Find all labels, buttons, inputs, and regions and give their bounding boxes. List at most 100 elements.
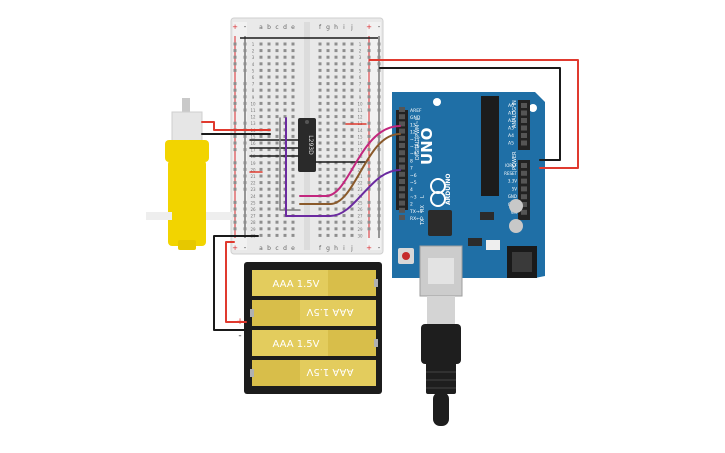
breadboard-hole[interactable] [326, 121, 330, 125]
breadboard-hole[interactable] [334, 68, 338, 72]
rail-hole[interactable] [367, 207, 371, 211]
breadboard-hole[interactable] [267, 68, 271, 72]
breadboard-hole[interactable] [267, 121, 271, 125]
breadboard-hole[interactable] [267, 161, 271, 165]
breadboard-hole[interactable] [275, 62, 279, 66]
rail-hole[interactable] [377, 167, 381, 171]
breadboard-hole[interactable] [283, 82, 287, 86]
rail-hole[interactable] [377, 200, 381, 204]
breadboard-hole[interactable] [350, 75, 354, 79]
breadboard-hole[interactable] [342, 95, 346, 99]
rail-hole[interactable] [377, 55, 381, 59]
breadboard-hole[interactable] [350, 128, 354, 132]
breadboard-hole[interactable] [350, 134, 354, 138]
rail-hole[interactable] [233, 161, 237, 165]
breadboard-hole[interactable] [291, 181, 295, 185]
rail-hole[interactable] [377, 68, 381, 72]
breadboard-hole[interactable] [334, 167, 338, 171]
breadboard-hole[interactable] [267, 88, 271, 92]
breadboard-hole[interactable] [291, 134, 295, 138]
analog-pin-socket[interactable] [521, 110, 527, 116]
breadboard-hole[interactable] [267, 108, 271, 112]
breadboard-hole[interactable] [350, 148, 354, 152]
rail-hole[interactable] [233, 88, 237, 92]
breadboard-hole[interactable] [350, 194, 354, 198]
breadboard-hole[interactable] [326, 207, 330, 211]
breadboard-hole[interactable] [342, 187, 346, 191]
breadboard-hole[interactable] [326, 181, 330, 185]
rail-hole[interactable] [367, 62, 371, 66]
rail-hole[interactable] [377, 82, 381, 86]
breadboard-hole[interactable] [350, 154, 354, 158]
breadboard-hole[interactable] [334, 101, 338, 105]
breadboard-hole[interactable] [283, 95, 287, 99]
breadboard-hole[interactable] [350, 207, 354, 211]
breadboard-hole[interactable] [342, 214, 346, 218]
breadboard-hole[interactable] [318, 233, 322, 237]
rail-hole[interactable] [243, 82, 247, 86]
breadboard-hole[interactable] [283, 55, 287, 59]
rail-hole[interactable] [377, 95, 381, 99]
breadboard-hole[interactable] [291, 95, 295, 99]
breadboard-hole[interactable] [267, 55, 271, 59]
breadboard-hole[interactable] [350, 174, 354, 178]
breadboard-hole[interactable] [318, 108, 322, 112]
breadboard-hole[interactable] [259, 141, 263, 145]
rail-hole[interactable] [367, 134, 371, 138]
rail-hole[interactable] [377, 88, 381, 92]
breadboard-hole[interactable] [267, 214, 271, 218]
rail-hole[interactable] [233, 174, 237, 178]
rail-hole[interactable] [377, 187, 381, 191]
breadboard-hole[interactable] [283, 101, 287, 105]
rail-hole[interactable] [377, 134, 381, 138]
analog-pin-socket[interactable] [521, 103, 527, 108]
breadboard-hole[interactable] [291, 200, 295, 204]
breadboard-hole[interactable] [334, 128, 338, 132]
rail-hole[interactable] [367, 108, 371, 112]
breadboard-hole[interactable] [334, 134, 338, 138]
breadboard-hole[interactable] [267, 141, 271, 145]
breadboard-hole[interactable] [291, 88, 295, 92]
breadboard-hole[interactable] [283, 49, 287, 53]
breadboard-hole[interactable] [275, 128, 279, 132]
breadboard-hole[interactable] [326, 42, 330, 46]
rail-hole[interactable] [367, 200, 371, 204]
rail-hole[interactable] [367, 174, 371, 178]
breadboard-hole[interactable] [334, 141, 338, 145]
rail-hole[interactable] [243, 62, 247, 66]
breadboard-hole[interactable] [318, 101, 322, 105]
breadboard-hole[interactable] [326, 88, 330, 92]
breadboard-hole[interactable] [318, 68, 322, 72]
rail-hole[interactable] [233, 181, 237, 185]
breadboard-hole[interactable] [291, 141, 295, 145]
digital-pin-socket[interactable] [399, 135, 405, 141]
rail-hole[interactable] [243, 214, 247, 218]
rail-hole[interactable] [233, 101, 237, 105]
breadboard-hole[interactable] [259, 55, 263, 59]
breadboard-hole[interactable] [291, 42, 295, 46]
breadboard-hole[interactable] [342, 200, 346, 204]
power-pin-socket[interactable] [521, 202, 527, 207]
breadboard-hole[interactable] [318, 167, 322, 171]
breadboard-hole[interactable] [291, 161, 295, 165]
breadboard-hole[interactable] [334, 174, 338, 178]
breadboard-hole[interactable] [267, 200, 271, 204]
rail-hole[interactable] [233, 82, 237, 86]
rail-hole[interactable] [243, 55, 247, 59]
breadboard-hole[interactable] [326, 134, 330, 138]
breadboard-hole[interactable] [342, 220, 346, 224]
breadboard-hole[interactable] [350, 181, 354, 185]
rail-hole[interactable] [243, 68, 247, 72]
rail-hole[interactable] [377, 181, 381, 185]
rail-hole[interactable] [367, 167, 371, 171]
breadboard-hole[interactable] [259, 134, 263, 138]
breadboard-hole[interactable] [318, 148, 322, 152]
breadboard-hole[interactable] [259, 95, 263, 99]
breadboard-hole[interactable] [350, 200, 354, 204]
rail-hole[interactable] [377, 174, 381, 178]
digital-pin-socket[interactable] [399, 150, 405, 156]
breadboard-hole[interactable] [334, 88, 338, 92]
breadboard-hole[interactable] [275, 108, 279, 112]
rail-hole[interactable] [233, 134, 237, 138]
breadboard-hole[interactable] [275, 174, 279, 178]
